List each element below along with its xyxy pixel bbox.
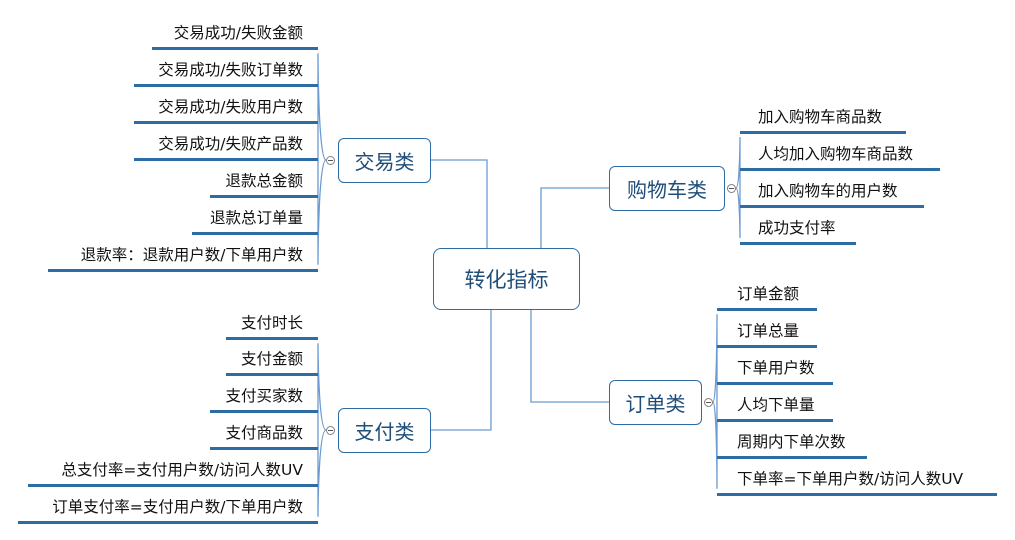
leaf-gouwuche-3[interactable]: 加入购物车的用户数 — [758, 182, 898, 200]
connector-center-jiaoyi — [431, 159, 488, 248]
collapse-dingdan-icon[interactable] — [704, 398, 713, 407]
underline — [28, 484, 318, 487]
central-topic[interactable]: 转化指标 — [433, 248, 580, 310]
branch-jiaoyi[interactable]: 交易类 — [338, 138, 431, 183]
leaf-gouwuche-4[interactable]: 成功支付率 — [758, 219, 836, 237]
leaf-zhifu-1[interactable]: 支付时长 — [240, 314, 303, 332]
underline — [134, 84, 318, 87]
bracket-dingdan — [712, 314, 718, 489]
bracket-jiaoyi — [317, 53, 327, 265]
underline — [226, 373, 318, 376]
leaf-jiaoyi-6[interactable]: 退款总订单量 — [209, 209, 303, 227]
underline — [717, 493, 997, 496]
underline — [740, 242, 856, 245]
collapse-gouwuche-icon[interactable] — [727, 184, 736, 193]
leaf-jiaoyi-4[interactable]: 交易成功/失败产品数 — [158, 135, 303, 153]
connector-center-zhifu — [431, 310, 492, 431]
underline — [134, 158, 318, 161]
branch-gouwuche[interactable]: 购物车类 — [609, 166, 725, 211]
leaf-jiaoyi-2[interactable]: 交易成功/失败订单数 — [158, 61, 303, 79]
connector-center-gouwuche — [540, 187, 609, 248]
central-topic-label: 转化指标 — [464, 268, 549, 292]
leaf-dingdan-3[interactable]: 下单用户数 — [737, 359, 815, 377]
underline — [717, 382, 833, 385]
underline — [717, 345, 817, 348]
bracket-gouwuche — [735, 137, 741, 238]
underline — [18, 521, 318, 524]
underline — [226, 337, 318, 340]
leaf-gouwuche-2[interactable]: 人均加入购物车商品数 — [758, 145, 914, 163]
leaf-jiaoyi-3[interactable]: 交易成功/失败用户数 — [158, 98, 303, 116]
leaf-dingdan-4[interactable]: 人均下单量 — [737, 396, 815, 414]
leaf-dingdan-5[interactable]: 周期内下单次数 — [737, 433, 846, 451]
branch-dingdan-label: 订单类 — [625, 392, 686, 416]
branch-zhifu[interactable]: 支付类 — [338, 408, 431, 453]
underline — [210, 195, 318, 198]
underline — [134, 121, 318, 124]
bracket-zhifu — [317, 343, 327, 517]
underline — [740, 131, 906, 134]
underline — [717, 456, 867, 459]
leaf-dingdan-1[interactable]: 订单金额 — [737, 285, 800, 303]
collapse-jiaoyi-icon[interactable] — [326, 156, 335, 165]
branch-zhifu-label: 支付类 — [354, 420, 415, 444]
branch-gouwuche-label: 购物车类 — [627, 178, 707, 202]
underline — [152, 47, 318, 50]
branch-dingdan[interactable]: 订单类 — [609, 380, 702, 425]
underline — [717, 308, 817, 311]
leaf-zhifu-4[interactable]: 支付商品数 — [225, 424, 303, 442]
leaf-zhifu-3[interactable]: 支付买家数 — [225, 387, 303, 405]
underline — [740, 205, 924, 208]
leaf-jiaoyi-7[interactable]: 退款率：退款用户数/下单用户数 — [80, 246, 303, 264]
connector-center-dingdan — [530, 310, 609, 403]
leaf-zhifu-6[interactable]: 订单支付率=支付用户数/下单用户数 — [52, 498, 303, 516]
leaf-dingdan-2[interactable]: 订单总量 — [737, 322, 800, 340]
leaf-zhifu-5[interactable]: 总支付率=支付用户数/访问人数UV — [61, 461, 303, 479]
leaf-jiaoyi-5[interactable]: 退款总金额 — [225, 172, 303, 190]
collapse-zhifu-icon[interactable] — [326, 426, 335, 435]
leaf-zhifu-2[interactable]: 支付金额 — [240, 350, 303, 368]
underline — [740, 168, 940, 171]
leaf-gouwuche-1[interactable]: 加入购物车商品数 — [758, 108, 883, 126]
underline — [210, 447, 318, 450]
branch-jiaoyi-label: 交易类 — [354, 150, 415, 174]
underline — [192, 232, 318, 235]
leaf-dingdan-6[interactable]: 下单率=下单用户数/访问人数UV — [737, 470, 964, 488]
underline — [210, 410, 318, 413]
underline — [717, 419, 833, 422]
leaf-jiaoyi-1[interactable]: 交易成功/失败金额 — [173, 24, 303, 42]
underline — [48, 269, 318, 272]
